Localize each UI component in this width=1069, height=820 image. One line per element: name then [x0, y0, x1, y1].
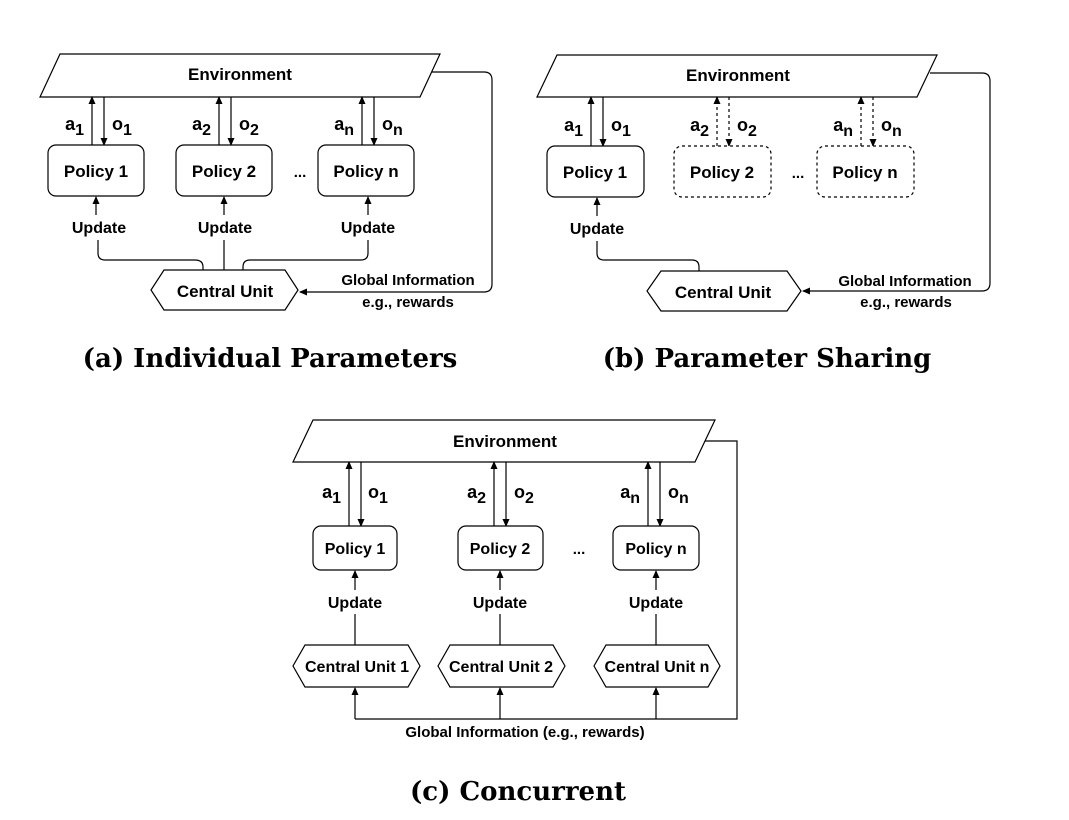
update-label-1: Update — [328, 595, 382, 612]
action-label-2: a2 — [467, 482, 486, 507]
update-label-n: Update — [629, 595, 683, 612]
ellipsis: ... — [294, 164, 307, 181]
policy-2-label: Policy 2 — [470, 541, 531, 558]
action-label-n: an — [620, 482, 640, 507]
environment-box — [39, 53, 441, 98]
environment-label: Environment — [188, 65, 292, 84]
policy-n-label: Policy n — [625, 541, 686, 558]
action-label-n: an — [833, 115, 853, 140]
policy-2-label: Policy 2 — [192, 162, 256, 181]
observation-label-1: o1 — [611, 115, 631, 140]
central-unit-label: Central Unit — [177, 282, 274, 301]
central-unit-n-box — [593, 644, 721, 688]
environment-box — [292, 419, 716, 463]
observation-label-n: on — [881, 115, 902, 140]
update-connector — [97, 240, 204, 270]
panel-parameter-sharing: Environment a1 o1 Policy 1 Update a2 o2 … — [536, 54, 991, 374]
update-label-n: Update — [341, 220, 395, 237]
central-unit-label: Central Unit — [675, 283, 772, 302]
policy-n-label: Policy n — [832, 163, 897, 182]
central-unit-1-box — [292, 644, 421, 688]
central-unit-box — [646, 270, 802, 312]
action-label-1: a1 — [65, 114, 84, 139]
environment-label: Environment — [453, 432, 557, 451]
global-info-arrow — [802, 72, 991, 295]
panel-individual-parameters: Environment a1 o1 Policy 1 Update a2 o2 … — [39, 53, 493, 374]
update-label-2: Update — [198, 220, 252, 237]
caption-a: (a) Individual Parameters — [83, 344, 458, 374]
action-label-1: a1 — [322, 482, 341, 507]
global-info-sub-label: e.g., rewards — [860, 294, 952, 311]
environment-label: Environment — [686, 66, 790, 85]
caption-b: (b) Parameter Sharing — [603, 344, 932, 374]
caption-c: (c) Concurrent — [410, 777, 626, 807]
policy-2-box — [673, 145, 772, 198]
panel-concurrent: Environment a1 o1 Policy 1 Update Centra… — [292, 419, 738, 807]
update-connector — [242, 240, 369, 270]
update-label-1: Update — [570, 221, 624, 238]
observation-label-n: on — [668, 482, 689, 507]
environment-box — [536, 54, 938, 98]
observation-label-2: o2 — [239, 114, 259, 139]
observation-label-n: on — [382, 114, 403, 139]
global-info-label: Global Information (e.g., rewards) — [405, 724, 644, 741]
central-unit-2-label: Central Unit 2 — [449, 659, 553, 676]
action-label-2: a2 — [690, 115, 709, 140]
central-unit-2-box — [437, 644, 566, 688]
policy-1-label: Policy 1 — [563, 163, 627, 182]
ellipsis: ... — [792, 165, 805, 182]
policy-2-label: Policy 2 — [690, 163, 754, 182]
policy-1-label: Policy 1 — [325, 541, 386, 558]
global-info-label: Global Information — [341, 272, 474, 289]
observation-label-1: o1 — [112, 114, 132, 139]
update-label-2: Update — [473, 595, 527, 612]
central-unit-box — [150, 269, 299, 311]
update-connector — [596, 241, 700, 271]
policy-n-label: Policy n — [333, 162, 398, 181]
policy-n-box — [816, 145, 915, 198]
central-unit-n-label: Central Unit n — [605, 659, 710, 676]
global-info-label: Global Information — [838, 273, 971, 290]
action-label-2: a2 — [192, 114, 211, 139]
policy-1-label: Policy 1 — [64, 162, 128, 181]
update-label-1: Update — [72, 220, 126, 237]
action-label-n: an — [334, 114, 354, 139]
global-info-sub-label: e.g., rewards — [362, 294, 454, 311]
observation-label-2: o2 — [737, 115, 757, 140]
global-info-arrow — [299, 71, 493, 296]
central-unit-1-label: Central Unit 1 — [305, 659, 409, 676]
action-label-1: a1 — [564, 115, 583, 140]
ellipsis: ... — [573, 541, 586, 558]
observation-label-1: o1 — [368, 482, 388, 507]
observation-label-2: o2 — [514, 482, 534, 507]
global-info-loop — [355, 440, 738, 720]
